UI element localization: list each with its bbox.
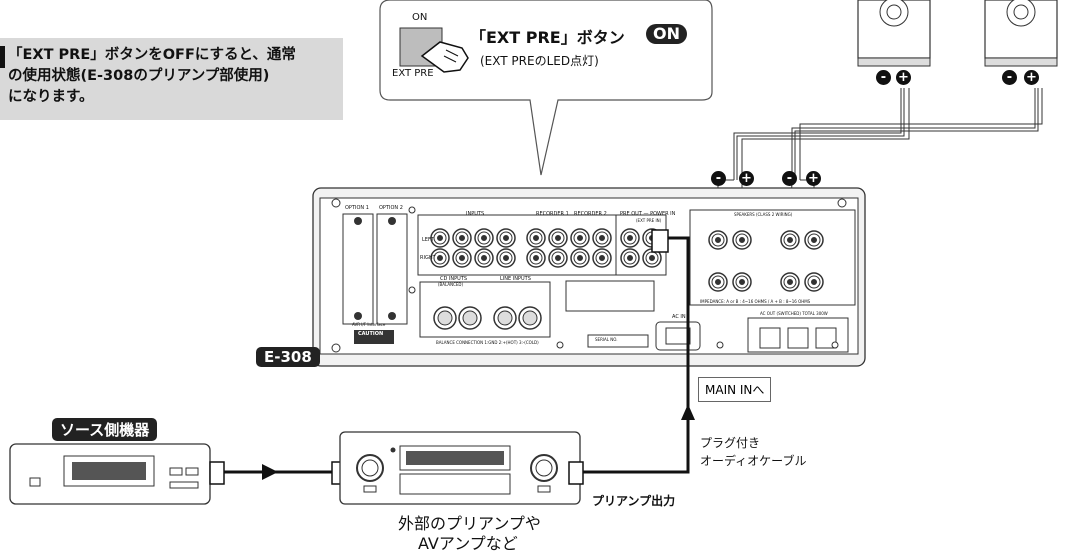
external-preamp — [339, 431, 581, 505]
speaker-terminal — [780, 272, 800, 292]
option1-label: OPTION 1 — [345, 205, 369, 211]
rca-jack — [452, 228, 472, 248]
note-marker — [0, 46, 5, 68]
terminal-minus-icon: - — [782, 171, 797, 186]
external-device-label-line1: 外部のプリアンプや — [398, 514, 541, 533]
rca-jack — [548, 228, 568, 248]
rca-jack — [570, 228, 590, 248]
xlr-connector — [433, 306, 457, 330]
avr-interface-label: AVR I/F Interface — [352, 322, 386, 327]
serial-label: SERIAL NO. — [595, 337, 618, 342]
note-box — [0, 38, 343, 120]
rca-jack — [548, 248, 568, 268]
speakers-label: SPEAKERS (CLASS 2 WIRING) — [734, 212, 793, 217]
external-device-label-line2: AVアンプなど — [418, 534, 518, 553]
recorder2-label: RECORDER 2 — [574, 211, 607, 217]
rca-jack — [620, 228, 640, 248]
speaker-left-minus-icon: - — [876, 70, 891, 85]
callout-subtitle: (EXT PREのLED点灯) — [480, 54, 599, 68]
speaker-right — [984, 0, 1058, 67]
speaker-right-minus-icon: - — [1002, 70, 1017, 85]
xlr-connector — [458, 306, 482, 330]
line-inputs-label: LINE INPUTS — [500, 276, 531, 282]
terminal-plus-icon: + — [739, 171, 754, 186]
speaker-right-plus-icon: + — [1024, 70, 1039, 85]
note-line-3: になります。 — [8, 89, 94, 105]
ac-in-label: AC IN — [672, 314, 686, 320]
speaker-left-plus-icon: + — [896, 70, 911, 85]
right-label: RIGHT — [420, 255, 436, 261]
xlr-connector — [493, 306, 517, 330]
cable-arrow-up — [681, 404, 695, 420]
rca-jack — [496, 248, 516, 268]
speaker-terminal — [732, 230, 752, 250]
rca-jack — [526, 248, 546, 268]
ext-pre-in-label: (EXT PRE IN) — [636, 218, 662, 223]
callout-on-badge: ON — [646, 24, 687, 44]
left-label: LEFT — [422, 237, 434, 243]
note-line-1: 「EXT PRE」ボタンをOFFにすると、通常 — [8, 47, 296, 63]
cd-inputs-label: CD INPUTS — [440, 276, 468, 282]
speaker-terminal — [780, 230, 800, 250]
xlr-connectors — [433, 306, 542, 330]
preout-powerin-label: PRE OUT — POWER IN — [620, 211, 676, 217]
callout-title: 「EXT PRE」ボタン — [470, 28, 625, 47]
note-text: 「EXT PRE」ボタンをOFFにすると、通常 の使用状態(E-308のプリアン… — [8, 45, 348, 108]
ac-out-label: AC OUT (SWITCHED) TOTAL 300W — [760, 311, 828, 316]
option2-label: OPTION 2 — [379, 205, 403, 211]
speaker-left — [857, 0, 931, 67]
impedance-label: IMPEDANCE: A or B : 4~16 OHMS / A + B : … — [700, 299, 811, 304]
terminal-minus-icon: - — [711, 171, 726, 186]
caution-label: CAUTION — [358, 331, 384, 337]
speaker-terminal — [804, 272, 824, 292]
source-device — [9, 443, 211, 505]
rca-jack — [474, 228, 494, 248]
rca-jack — [474, 248, 494, 268]
terminal-plus-icon: + — [806, 171, 821, 186]
rca-jack — [430, 248, 450, 268]
rca-jack — [620, 248, 640, 268]
model-tag: E-308 — [256, 347, 320, 367]
speaker-terminal — [804, 230, 824, 250]
callout-ext-pre-small: EXT PRE — [392, 68, 434, 79]
xlr-connector — [518, 306, 542, 330]
rca-jack — [452, 248, 472, 268]
inputs-heading: INPUTS — [466, 211, 485, 217]
speaker-terminals — [708, 230, 824, 292]
source-device-tag: ソース側機器 — [52, 418, 158, 441]
rca-jack — [496, 228, 516, 248]
balance-connection-label: BALANCE CONNECTION 1:GND 2:+(HOT) 3:-(CO… — [436, 340, 539, 345]
callout-on-small: ON — [412, 12, 428, 23]
rca-jack — [570, 248, 590, 268]
main-in-plug — [651, 229, 669, 253]
speaker-terminal — [708, 230, 728, 250]
callout-bubble — [379, 0, 713, 176]
cable-label-line2: オーディオケーブル — [700, 454, 807, 468]
rca-jack — [526, 228, 546, 248]
source-cable-arrow — [262, 464, 278, 480]
audio-cable — [583, 236, 690, 474]
recorder1-label: RECORDER 1 — [536, 211, 569, 217]
cable-label-line1: プラグ付き — [700, 436, 761, 450]
speaker-terminal — [708, 272, 728, 292]
main-in-label: MAIN INへ — [698, 377, 772, 402]
rca-jack — [592, 228, 612, 248]
rca-jack — [592, 248, 612, 268]
rca-jack — [430, 228, 450, 248]
speaker-terminal — [732, 272, 752, 292]
rca-jacks — [430, 228, 662, 268]
balanced-label: (BALANCED) — [438, 282, 464, 287]
preamp-output-label: プリアンプ出力 — [592, 494, 676, 508]
note-line-2: の使用状態(E-308のプリアンプ部使用) — [8, 68, 270, 84]
